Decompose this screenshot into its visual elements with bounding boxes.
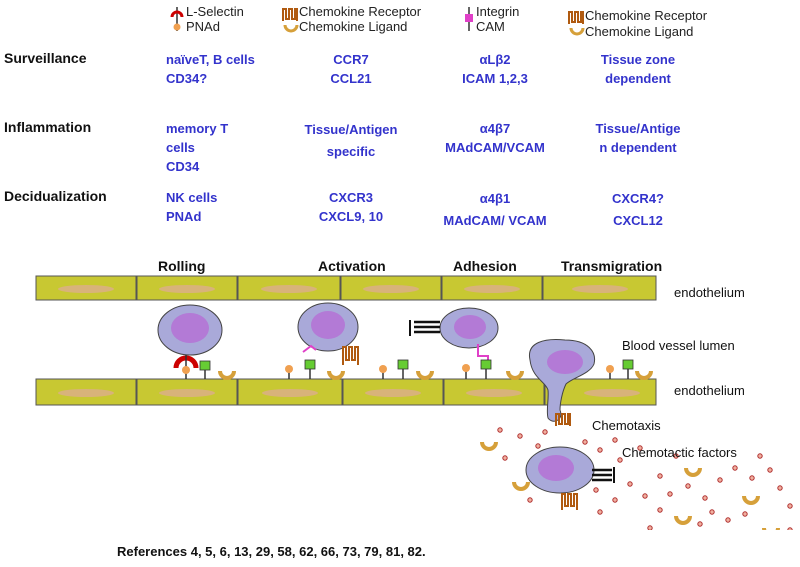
decidualization-receptor-2: CXCR4? bbox=[611, 191, 664, 206]
inflammation-cells-1: memory T bbox=[166, 121, 229, 136]
decidualization-cells-2: PNAd bbox=[166, 209, 202, 224]
row-label-decidualization: Decidualization bbox=[4, 188, 107, 204]
inflammation-tissue-1: Tissue/Antige bbox=[595, 121, 681, 136]
l-selectin-icon bbox=[170, 7, 184, 31]
activation-leukocyte bbox=[285, 302, 359, 380]
decidualization-ligand-2: CXCL12 bbox=[613, 213, 663, 228]
leukocyte-extravasation-diagram bbox=[35, 275, 793, 530]
adhesion-leukocyte bbox=[409, 307, 524, 380]
row-label-inflammation: Inflammation bbox=[4, 119, 92, 135]
decidualization-ligand: CXCL9, 10 bbox=[318, 209, 384, 224]
chemotactic-ligands bbox=[480, 441, 780, 530]
chemotactic-factor-dots bbox=[497, 427, 793, 530]
decidualization-cells-1: NK cells bbox=[166, 190, 218, 205]
integrin-icon bbox=[465, 7, 473, 31]
surveillance-receptor: CCR7 bbox=[333, 52, 369, 67]
row-label-surveillance: Surveillance bbox=[4, 50, 87, 66]
decidualization-receptor: CXCR3 bbox=[328, 190, 374, 205]
inflammation-cells-3: CD34 bbox=[166, 159, 200, 174]
endothelial-markers-mid bbox=[379, 359, 434, 380]
inflammation-integrin: α4β7 bbox=[479, 121, 511, 136]
inflammation-receptor: Tissue/Antigen bbox=[304, 122, 398, 137]
stage-rolling: Rolling bbox=[158, 258, 206, 274]
decidualization-cam: MAdCAM/ VCAM bbox=[443, 213, 547, 228]
legend-l-selectin: L-Selectin bbox=[186, 4, 244, 19]
stage-transmigration: Transmigration bbox=[561, 258, 663, 274]
endothelium-top-label: endothelium bbox=[674, 285, 745, 300]
legend-chemokine-ligand-2: Chemokine Ligand bbox=[585, 24, 694, 39]
decidualization-integrin: α4β1 bbox=[479, 191, 511, 206]
inflammation-cam: MAdCAM/VCAM bbox=[445, 140, 545, 155]
inflammation-cells-2: cells bbox=[166, 140, 195, 155]
surveillance-cells-2: CD34? bbox=[166, 71, 208, 86]
inflammation-ligand: specific bbox=[326, 144, 376, 159]
references: References 4, 5, 6, 13, 29, 58, 62, 66, … bbox=[117, 544, 426, 559]
chemokine-receptor-icon-2 bbox=[568, 11, 585, 36]
tissue-leukocyte bbox=[525, 446, 615, 510]
legend-chemokine-ligand: Chemokine Ligand bbox=[299, 19, 408, 34]
legend-chemokine-receptor-2: Chemokine Receptor bbox=[585, 8, 708, 23]
surveillance-tissue-1: Tissue zone bbox=[600, 52, 676, 67]
chemokine-receptor-icon bbox=[282, 8, 299, 33]
legend-integrin: Integrin bbox=[476, 4, 520, 19]
bottom-endothelium bbox=[35, 378, 657, 406]
surveillance-integrin: αLβ2 bbox=[479, 52, 511, 67]
blood-vessel-lumen-label: Blood vessel lumen bbox=[622, 338, 735, 353]
legend-chemokine-receptor: Chemokine Receptor bbox=[299, 4, 422, 19]
rolling-leukocyte bbox=[157, 304, 236, 380]
chemotaxis-label: Chemotaxis bbox=[592, 418, 661, 433]
surveillance-tissue-2: dependent bbox=[605, 71, 671, 86]
inflammation-tissue-2: n dependent bbox=[599, 140, 677, 155]
stage-activation: Activation bbox=[318, 258, 386, 274]
surveillance-cam: ICAM 1,2,3 bbox=[462, 71, 528, 86]
transmigrating-leukocyte bbox=[529, 339, 653, 426]
legend-pnad: PNAd bbox=[186, 19, 220, 34]
surveillance-cells-1: naïveT, B cells bbox=[166, 52, 255, 67]
legend-cam: CAM bbox=[476, 19, 505, 34]
stage-adhesion: Adhesion bbox=[453, 258, 517, 274]
surveillance-ligand: CCL21 bbox=[330, 71, 372, 86]
endothelium-bottom-label: endothelium bbox=[674, 383, 745, 398]
top-endothelium bbox=[35, 275, 657, 301]
chemotactic-factors-label: Chemotactic factors bbox=[622, 445, 737, 460]
